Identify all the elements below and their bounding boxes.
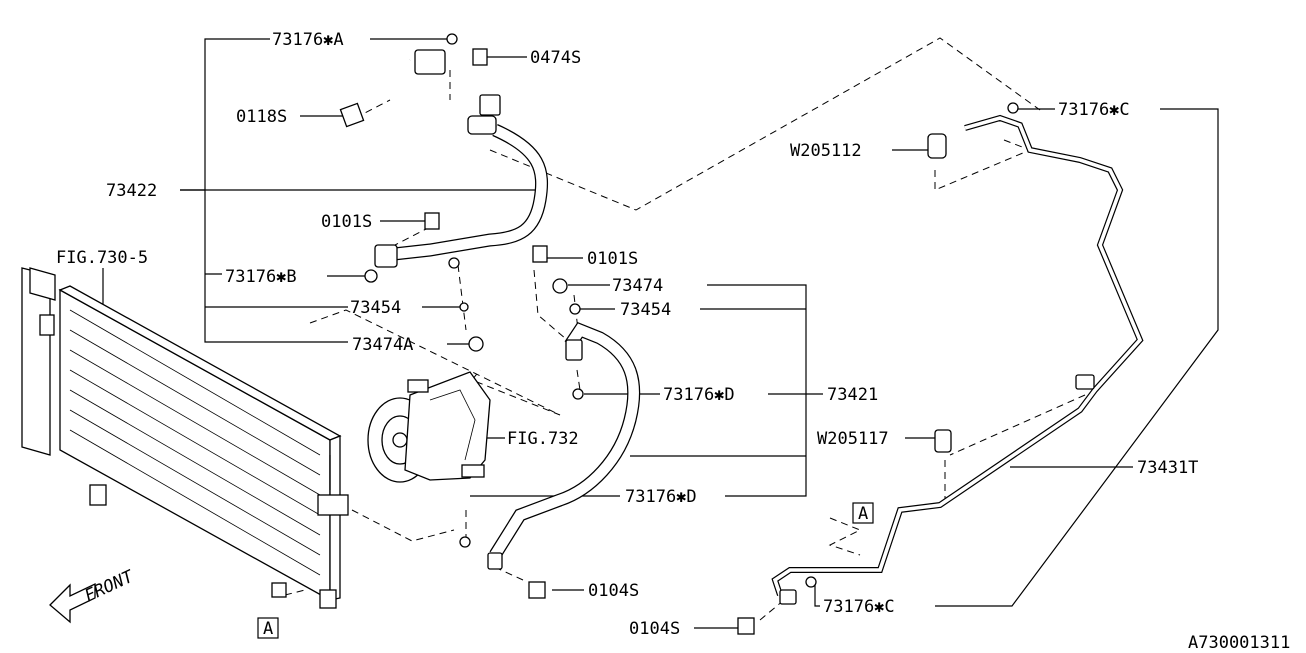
- label-73431T: 73431T: [1137, 458, 1198, 478]
- bolts: [339, 48, 755, 635]
- label-0104S-lower: 0104S: [629, 619, 680, 639]
- label-73421: 73421: [827, 385, 878, 405]
- reference-box-a-right-label: A: [858, 504, 868, 524]
- dashed-guide-lines: [284, 37, 1086, 621]
- label-fig-730-5: FIG.730-5: [56, 248, 148, 268]
- label-0104S-middle: 0104S: [588, 581, 639, 601]
- discharge-hose-73422: [364, 33, 549, 283]
- condenser: [21, 267, 349, 609]
- label-0101S-middle: 0101S: [587, 249, 638, 269]
- pipe-73431T: [771, 102, 1144, 605]
- label-73176D-upper: 73176✱D: [663, 385, 735, 405]
- label-fig-732: FIG.732: [507, 429, 579, 449]
- reference-box-a-right: A: [852, 502, 874, 524]
- label-0118S: 0118S: [236, 107, 287, 127]
- label-73176D-lower: 73176✱D: [625, 487, 697, 507]
- suction-hose-73421: [459, 278, 641, 570]
- label-front: FRONT: [82, 566, 138, 606]
- reference-box-a-left: A: [257, 617, 279, 639]
- front-arrow: [49, 582, 96, 624]
- label-73474A: 73474A: [352, 335, 413, 355]
- compressor: [367, 371, 491, 483]
- label-73176B: 73176✱B: [225, 267, 297, 287]
- label-73176C-upper: 73176✱C: [1058, 100, 1130, 120]
- label-0101S-upper: 0101S: [321, 212, 372, 232]
- label-73454-left: 73454: [350, 298, 401, 318]
- label-73454-right: 73454: [620, 300, 671, 320]
- reference-box-a-left-label: A: [263, 619, 273, 639]
- label-73176C-lower: 73176✱C: [823, 597, 895, 617]
- label-73176A: 73176✱A: [272, 30, 344, 50]
- diagram-id: A730001311: [1188, 633, 1290, 653]
- label-0474S: 0474S: [530, 48, 581, 68]
- label-W205117: W205117: [817, 429, 889, 449]
- label-73422: 73422: [106, 181, 157, 201]
- label-73474: 73474: [612, 276, 663, 296]
- label-W205112: W205112: [790, 141, 862, 161]
